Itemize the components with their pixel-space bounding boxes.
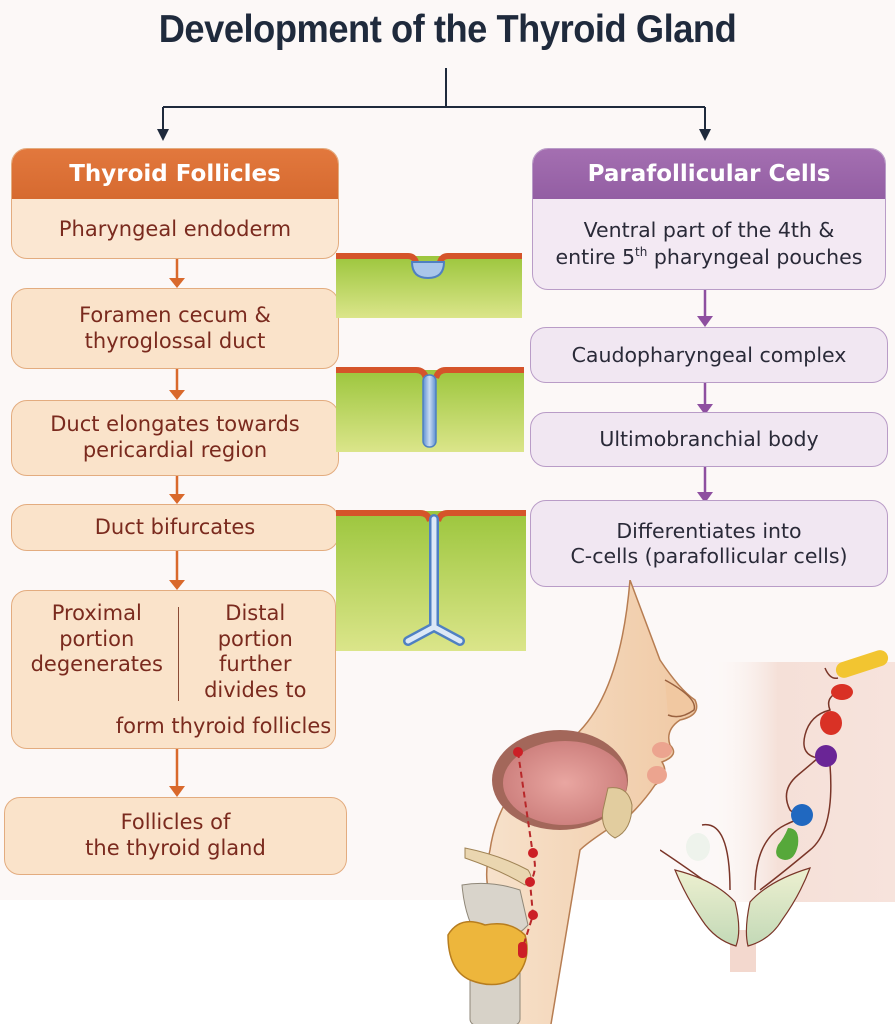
pouch-green: [776, 828, 799, 860]
split-text: further: [219, 652, 292, 677]
step-proximal-distal-split: Proximal portion degenerates Distal port…: [11, 590, 336, 749]
step-text: Follicles of: [120, 810, 231, 835]
thyroid-lobe-left: [674, 869, 740, 947]
thyroid-follicles-card: Thyroid Follicles Pharyngeal endoderm: [11, 148, 339, 259]
purple-arrow-2: [697, 404, 713, 415]
pharyngeal-pouch-illustration: [660, 650, 895, 972]
purple-arrow-3: [697, 492, 713, 503]
pouch-4-purple: [815, 745, 837, 767]
step-ventral-pouches: Ventral part of the 4th & entire 5th pha…: [533, 199, 885, 289]
split-text: Proximal: [51, 601, 142, 625]
step-text-part: entire 5: [555, 245, 636, 269]
split-text: divides to: [204, 677, 307, 702]
step-follicles-of-thyroid: Follicles of the thyroid gland: [4, 797, 347, 875]
split-text: Distal: [225, 601, 286, 625]
step-text: entire 5th pharyngeal pouches: [556, 244, 863, 271]
split-text: portion: [217, 626, 293, 651]
split-text: portion: [59, 626, 135, 651]
orange-arrow-5: [169, 786, 185, 797]
step-duct-elongates: Duct elongates towards pericardial regio…: [11, 400, 339, 476]
epithelium-layer: [336, 253, 522, 264]
head-sagittal-illustration: [447, 580, 698, 1024]
pit-icon: [410, 261, 446, 280]
tissue-stage-pit-illustration: [336, 253, 522, 318]
lower-lip: [647, 766, 667, 784]
distal-portion: Distal portion further divides to: [185, 601, 325, 703]
upper-lip: [652, 742, 672, 758]
step-text: Foramen cecum &: [79, 302, 271, 327]
superscript: th: [635, 245, 648, 260]
page-title: Development of the Thyroid Gland: [158, 8, 737, 51]
step-ultimobranchial-body: Ultimobranchial body: [530, 412, 888, 467]
thyroid-gland: [447, 920, 528, 986]
arrow-head-left: [157, 129, 169, 141]
step-caudopharyngeal-complex: Caudopharyngeal complex: [530, 327, 888, 383]
nose: [664, 679, 696, 718]
orange-arrow-4: [169, 580, 185, 590]
branch-connector: [162, 68, 706, 130]
pouch-1-yellow: [835, 650, 889, 678]
descent-point: [528, 910, 538, 920]
white-pouch-remnant: [686, 833, 710, 861]
step-pharyngeal-endoderm: Pharyngeal endoderm: [58, 216, 292, 241]
arrow-head-right: [699, 129, 711, 141]
orange-arrow-3: [169, 494, 185, 504]
step-text: pericardial region: [82, 438, 268, 462]
thyroid-follicles-header: Thyroid Follicles: [12, 149, 338, 199]
pharynx-background: [700, 662, 895, 902]
split-text: degenerates: [30, 652, 163, 677]
mandible: [602, 787, 633, 839]
duct-icon: [422, 374, 437, 448]
step-text: Ventral part of the 4th &: [583, 218, 835, 243]
step-text: C-cells (parafollicular cells): [570, 543, 848, 568]
descent-point: [528, 848, 538, 858]
purple-arrow-1: [697, 316, 713, 327]
step-text: the thyroid gland: [85, 836, 266, 860]
tissue-stage-duct-illustration: [336, 367, 524, 452]
thyroid-lobe-right: [745, 867, 811, 947]
descent-point: [525, 877, 535, 887]
pouch-blue: [791, 804, 813, 826]
descent-point: [513, 747, 523, 757]
step-duct-bifurcates: Duct bifurcates: [11, 504, 339, 551]
step-text: Caudopharyngeal complex: [571, 342, 847, 367]
parafollicular-cells-card: Parafollicular Cells Ventral part of the…: [532, 148, 886, 290]
pouch-outline: [754, 667, 839, 891]
pouch-2-red: [831, 684, 853, 700]
orange-arrow-1: [169, 278, 185, 288]
pouch-3-red: [820, 711, 842, 735]
orange-arrow-2: [169, 390, 185, 400]
tissue-stage-bifurcation-illustration: [336, 510, 526, 651]
split-footer: form thyroid follicles: [115, 714, 332, 739]
proximal-portion: Proximal portion degenerates: [22, 601, 172, 678]
step-text: Differentiates into: [616, 518, 802, 543]
tongue: [503, 741, 627, 825]
split-divider: [177, 607, 180, 701]
step-foramen-cecum: Foramen cecum & thyroglossal duct: [11, 288, 339, 369]
descent-endpoint: [518, 942, 527, 958]
step-text: Duct bifurcates: [94, 514, 256, 539]
step-text-part: pharyngeal pouches: [647, 245, 863, 269]
step-c-cells: Differentiates into C-cells (parafollicu…: [530, 500, 888, 587]
parafollicular-cells-header: Parafollicular Cells: [533, 149, 885, 199]
step-text: thyroglossal duct: [84, 328, 266, 353]
step-text: Duct elongates towards: [50, 412, 300, 437]
step-text: Ultimobranchial body: [599, 427, 819, 451]
